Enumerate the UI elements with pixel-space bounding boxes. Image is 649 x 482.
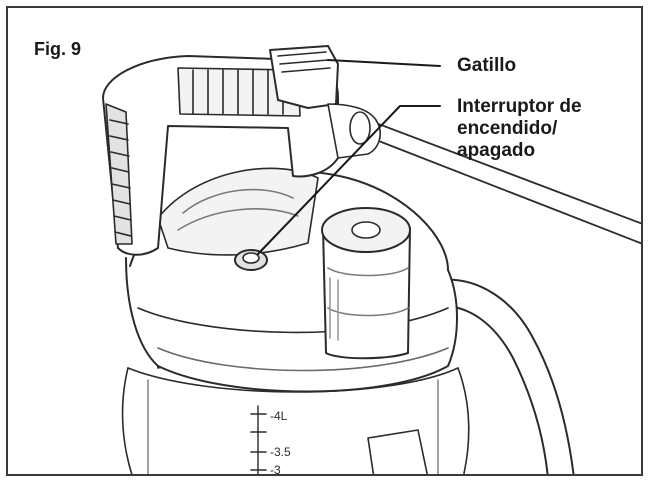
trigger [269, 45, 339, 109]
figure-frame: -4L -3.5 -3 [6, 6, 643, 476]
callout-power-switch-line-3: apagado [457, 140, 536, 161]
scale-mark-3: -3 [270, 463, 281, 476]
leader-gatillo [327, 59, 441, 67]
callout-trigger: Gatillo [457, 55, 517, 76]
figure-number: Fig. 9 [34, 39, 82, 59]
callout-power-switch: Interruptor de encendido/ apagado [457, 96, 582, 162]
power-switch-icon [234, 249, 268, 271]
pump-tower [321, 207, 411, 360]
leader-interruptor [257, 105, 441, 255]
scale-mark-1: -4L [270, 409, 288, 423]
leader-lines [257, 59, 441, 255]
handle [102, 55, 339, 256]
callout-power-switch-line-1: Interruptor de [457, 96, 582, 117]
scale-mark-2: -3.5 [270, 445, 291, 459]
nozzle [327, 103, 381, 159]
callout-power-switch-line-2: encendido/ [457, 118, 558, 139]
sprayer-illustration: -4L -3.5 -3 [102, 45, 641, 476]
